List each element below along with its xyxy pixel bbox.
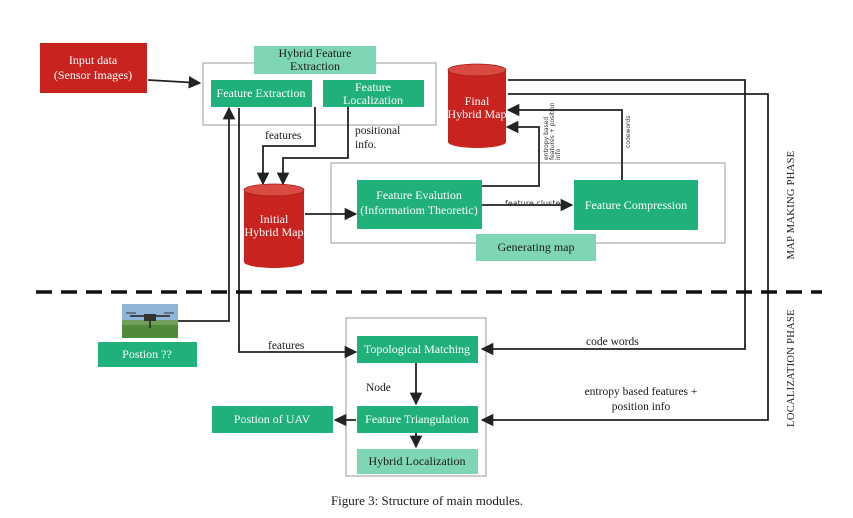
initial-hybrid-map-cylinder	[243, 183, 305, 268]
input-data-line1: Input data	[69, 53, 118, 67]
input-data-box	[40, 43, 147, 93]
feature-evaluation-line1: Feature Evalution	[376, 188, 462, 202]
label-node: Node	[366, 382, 391, 394]
feature-localization-line2: Localization	[343, 93, 403, 107]
initial-hybrid-map-line1: Initial	[260, 212, 289, 226]
label-entropy-features-line2: position info	[612, 401, 671, 413]
hybrid-feature-extraction-line1: Hybrid Feature	[279, 46, 352, 60]
feature-evaluation-line2: (Informatiom Theoretic)	[360, 203, 477, 217]
position-query-box	[98, 342, 197, 367]
final-hybrid-map-line1: Final	[465, 94, 490, 108]
topological-matching-box	[357, 336, 478, 363]
uav-photo	[122, 304, 178, 338]
edge-features-to-initial-map	[256, 107, 316, 186]
label-code-words: code words	[586, 336, 639, 348]
localization-frame	[345, 317, 487, 477]
position-of-uav-box	[212, 406, 333, 433]
edge-compression-to-final-map	[506, 103, 623, 180]
feature-triangulation-box	[357, 406, 478, 433]
position-query-label: Postion ??	[122, 347, 172, 361]
generating-map-box	[476, 234, 596, 261]
feature-extraction-label: Feature Extraction	[217, 86, 306, 100]
edge-positional-to-initial-map	[276, 107, 349, 186]
label-features-top: features	[265, 130, 302, 142]
hybrid-feature-extraction-line2: Extraction	[290, 59, 340, 73]
edge-input-to-extraction	[147, 76, 202, 89]
hybrid-localization-label: Hybrid Localization	[369, 454, 466, 468]
edge-position-image-to-extraction	[178, 106, 236, 322]
edge-final-map-to-triangulation	[480, 93, 769, 427]
edge-extraction-to-topological	[238, 108, 358, 359]
label-final-map-in-1: entropy based	[543, 117, 550, 160]
topological-matching-label: Topological Matching	[364, 342, 470, 356]
label-codewords-small: codewords	[625, 116, 632, 148]
label-positional-line2: info.	[355, 139, 377, 151]
label-final-map-in-3: info	[555, 148, 562, 160]
edge-final-map-to-topological	[480, 79, 746, 356]
phase-label-localization: LOCALIZATION PHASE	[786, 309, 797, 427]
feature-evaluation-box	[357, 180, 482, 229]
final-hybrid-map-line2: Hybrid Map	[448, 107, 507, 121]
edge-evaluation-to-final-map	[482, 120, 540, 187]
hybrid-localization-box	[357, 449, 478, 474]
feature-extraction-box	[211, 80, 312, 107]
phase-label-map-making: MAP MAKING PHASE	[786, 151, 797, 260]
label-positional-line1: positional	[355, 125, 400, 137]
input-data-line2: (Sensor Images)	[54, 68, 132, 82]
position-of-uav-label: Postion of UAV	[234, 412, 311, 426]
feature-localization-box	[323, 80, 424, 107]
figure-caption: Figure 3: Structure of main modules.	[331, 493, 523, 508]
label-features-bottom: features	[268, 340, 305, 352]
label-entropy-features-line1: entropy based features +	[585, 386, 698, 398]
hybrid-feature-extraction-box	[254, 46, 376, 74]
feature-triangulation-label: Feature Triangulation	[365, 412, 469, 426]
feature-compression-box	[574, 180, 698, 230]
feature-localization-line1: Feature	[355, 80, 391, 94]
feature-compression-label: Feature Compression	[585, 198, 687, 212]
generating-map-label: Generating map	[498, 240, 575, 254]
final-hybrid-map-cylinder	[447, 63, 507, 148]
label-feature-clusters: feature clusters	[505, 199, 568, 208]
label-final-map-in-2: features + position	[549, 102, 556, 160]
initial-hybrid-map-line2: Hybrid Map	[245, 225, 304, 239]
